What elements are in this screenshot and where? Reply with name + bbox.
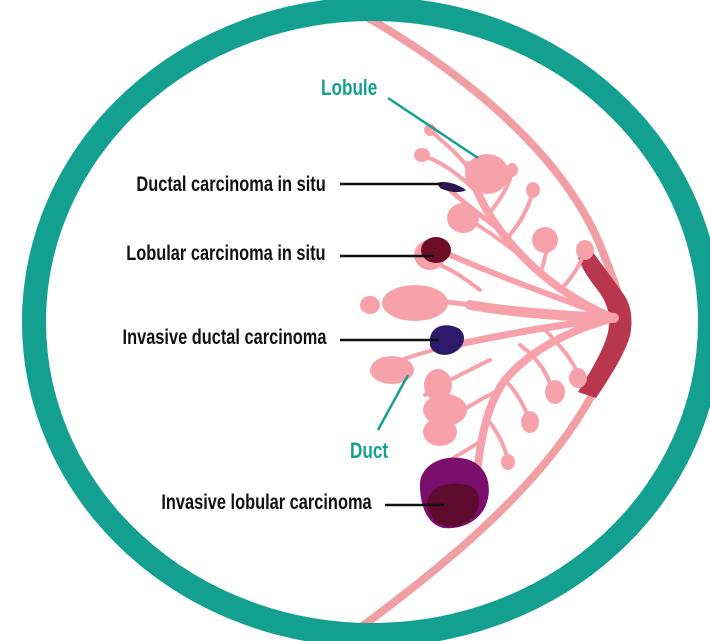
ductal-carcinoma-in-situ-label: Ductal carcinoma in situ [137, 174, 326, 195]
invasive-ductal-carcinoma-label: Invasive ductal carcinoma [122, 327, 326, 348]
lobular-carcinoma-in-situ-label: Lobular carcinoma in situ [127, 243, 326, 264]
lobule-label: Lobule [321, 77, 377, 99]
invasive-lobular-carcinoma-label: Invasive lobular carcinoma [162, 492, 372, 513]
lobular-carcinoma-in-situ-marker [421, 237, 451, 263]
duct-label: Duct [350, 440, 388, 462]
